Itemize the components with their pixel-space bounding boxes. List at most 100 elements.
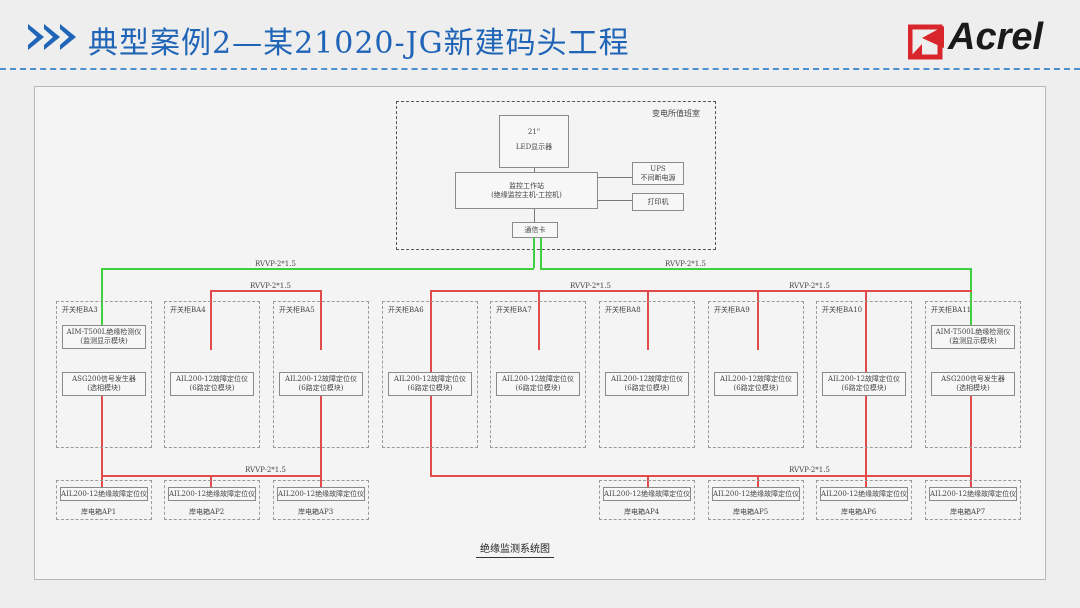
device-module: (监测显示模块)	[80, 337, 128, 345]
shore-fault-locator: AIL200-12绝缘故障定位仪	[168, 487, 256, 501]
device-module: (6路定位模块)	[189, 384, 235, 392]
monitor-label: LED显示器	[515, 143, 553, 151]
switch-cabinet	[56, 301, 152, 448]
led-monitor: 21" LED显示器	[499, 115, 569, 168]
cabinet-name: 开关柜BA4	[170, 306, 206, 314]
signal-generator: ASG200信号发生器(选相模块)	[931, 372, 1015, 396]
cabinet-name: 开关柜BA5	[279, 306, 315, 314]
device-module: (6路定位模块)	[515, 384, 561, 392]
fault-locator: AIL200-12故障定位仪(6路定位模块)	[388, 372, 472, 396]
workstation-title: 监控工作站	[509, 182, 544, 190]
ups-title: UPS	[650, 165, 666, 173]
link-line	[210, 475, 212, 487]
bus-trunk-line	[533, 238, 535, 268]
shore-fault-locator: AIL200-12绝缘故障定位仪	[277, 487, 365, 501]
device-model: AIL200-12绝缘故障定位仪	[713, 490, 800, 498]
cable-label: RVVP-2*1.5	[245, 466, 286, 474]
link-line	[757, 475, 759, 487]
link-line	[757, 290, 759, 350]
device-module: (6路定位模块)	[733, 384, 779, 392]
ups-subtitle: 不间断电源	[640, 174, 676, 182]
cabinet-name: 开关柜BA9	[714, 306, 750, 314]
device-model: AIL200-12绝缘故障定位仪	[604, 490, 691, 498]
link-line	[210, 290, 320, 292]
bus-line-left	[101, 268, 534, 270]
shore-box-name: 岸电箱AP3	[298, 508, 334, 516]
device-model: AIL200-12绝缘故障定位仪	[169, 490, 256, 498]
bus-drop-ba11	[970, 268, 972, 328]
device-model: AIL200-12绝缘故障定位仪	[930, 490, 1017, 498]
device-model: AIL200-12故障定位仪	[827, 375, 901, 383]
cabinet-name: 开关柜BA7	[496, 306, 532, 314]
device-model: ASG200信号发生器	[941, 375, 1005, 383]
link-line	[538, 290, 540, 350]
device-module: (监测显示模块)	[949, 337, 997, 345]
cabinet-name: 开关柜BA6	[388, 306, 424, 314]
workstation: 监控工作站 (绝缘监控主机-工控机)	[455, 172, 598, 209]
diagram-caption: 绝缘监测系统图	[476, 540, 554, 558]
monitor-size: 21"	[527, 128, 541, 136]
acrel-logo-icon	[908, 24, 944, 60]
link-line	[647, 290, 649, 350]
chevron-right-icon	[60, 24, 76, 50]
device-model: AIM-T500L绝缘检测仪	[935, 328, 1011, 336]
device-model: AIL200-12绝缘故障定位仪	[278, 490, 365, 498]
switch-cabinet	[490, 301, 586, 448]
chevron-right-icon	[44, 24, 60, 50]
insulation-monitor: AIM-T500L绝缘检测仪(监测显示模块)	[62, 325, 146, 349]
link-line	[101, 395, 103, 475]
device-model: AIM-T500L绝缘检测仪	[66, 328, 142, 336]
link-line	[210, 290, 212, 350]
shore-power-box	[164, 480, 260, 520]
cable-label: RVVP-2*1.5	[789, 282, 830, 290]
shore-power-box	[925, 480, 1021, 520]
device-model: AIL200-12故障定位仪	[284, 375, 358, 383]
printer-box: 打印机	[632, 193, 684, 211]
fault-locator: AIL200-12故障定位仪(6路定位模块)	[605, 372, 689, 396]
switch-cabinet	[599, 301, 695, 448]
link-line	[970, 395, 972, 475]
bus-line-right	[540, 268, 972, 270]
shore-box-name: 岸电箱AP6	[841, 508, 877, 516]
header-divider	[0, 68, 1080, 70]
bus-drop-ba3	[101, 268, 103, 328]
device-module: (6路定位模块)	[407, 384, 453, 392]
control-room-label: 变电所值班室	[652, 109, 700, 118]
device-model: AIL200-12绝缘故障定位仪	[821, 490, 908, 498]
device-model: AIL200-12故障定位仪	[175, 375, 249, 383]
shore-box-name: 岸电箱AP7	[950, 508, 986, 516]
device-module: (6路定位模块)	[841, 384, 887, 392]
shore-power-box	[273, 480, 369, 520]
shore-fault-locator: AIL200-12绝缘故障定位仪	[60, 487, 148, 501]
link-line	[320, 475, 322, 487]
shore-box-name: 岸电箱AP5	[733, 508, 769, 516]
device-model: AIL200-12绝缘故障定位仪	[61, 490, 148, 498]
cabinet-name: 开关柜BA11	[931, 306, 972, 314]
cable-label: RVVP-2*1.5	[570, 282, 611, 290]
switch-cabinet	[708, 301, 804, 448]
fault-locator: AIL200-12故障定位仪(6路定位模块)	[170, 372, 254, 396]
brand-logo-text: Acrel	[948, 16, 1044, 58]
link-line	[647, 475, 649, 487]
signal-generator: ASG200信号发生器(选相模块)	[62, 372, 146, 396]
device-model: AIL200-12故障定位仪	[719, 375, 793, 383]
slide-header: 典型案例2—某21020-JG新建码头工程 Acrel	[0, 0, 1080, 70]
switch-cabinet	[925, 301, 1021, 448]
bus-trunk-line	[540, 238, 542, 268]
device-model: AIL200-12故障定位仪	[610, 375, 684, 383]
switch-cabinet	[816, 301, 912, 448]
device-module: (6路定位模块)	[624, 384, 670, 392]
shore-box-name: 岸电箱AP1	[81, 508, 117, 516]
fault-locator: AIL200-12故障定位仪(6路定位模块)	[496, 372, 580, 396]
device-module: (6路定位模块)	[298, 384, 344, 392]
device-module: (选相模块)	[956, 384, 990, 392]
shore-fault-locator: AIL200-12绝缘故障定位仪	[929, 487, 1017, 501]
control-room-box	[396, 101, 716, 250]
cabinet-name: 开关柜BA10	[822, 306, 863, 314]
shore-box-name: 岸电箱AP4	[624, 508, 660, 516]
cable-label: RVVP-2*1.5	[250, 282, 291, 290]
link-line	[970, 475, 972, 487]
switch-cabinet	[164, 301, 260, 448]
switch-cabinet	[382, 301, 478, 448]
comm-card-label: 通信卡	[524, 226, 546, 234]
